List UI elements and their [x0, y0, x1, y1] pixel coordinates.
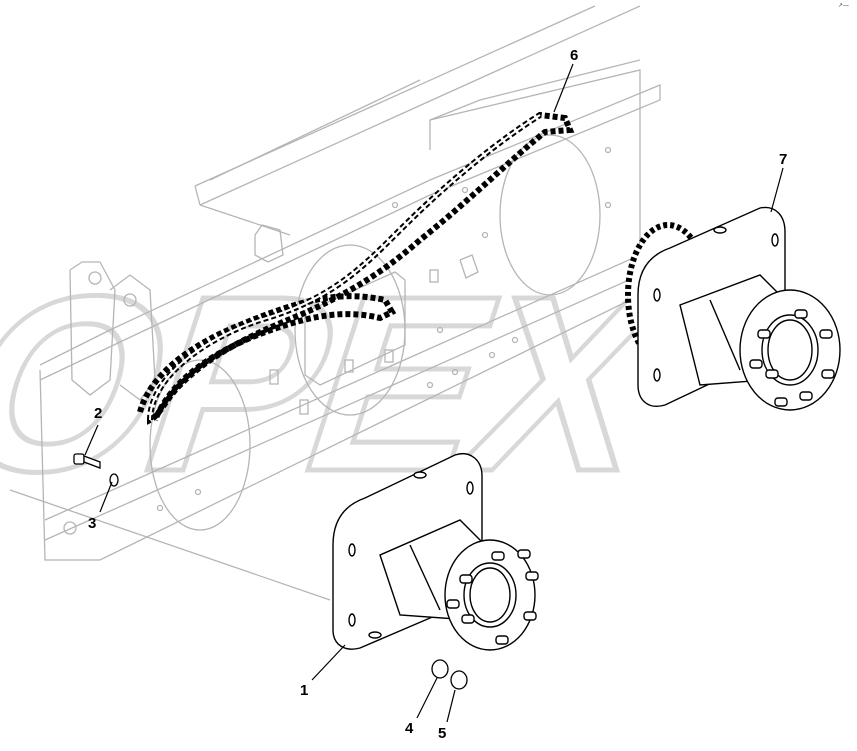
corner-mark: ↗—: [837, 2, 849, 9]
callout-3: 3: [88, 515, 96, 532]
frame-structure: [9, 5, 761, 601]
bolt: [73, 453, 101, 469]
callout-2: 2: [94, 405, 102, 422]
callout-5: 5: [438, 725, 446, 742]
drive-chain: [137, 111, 575, 425]
hub-assembly-upper: [625, 206, 841, 411]
nut: [450, 670, 468, 690]
hub-assembly-lower: [332, 453, 539, 651]
callout-4: 4: [405, 720, 414, 737]
callout-7: 7: [779, 151, 787, 168]
callout-1: 1: [300, 682, 308, 699]
washer: [431, 659, 449, 679]
leader-lines: [84, 63, 784, 723]
callout-6: 6: [570, 47, 578, 64]
